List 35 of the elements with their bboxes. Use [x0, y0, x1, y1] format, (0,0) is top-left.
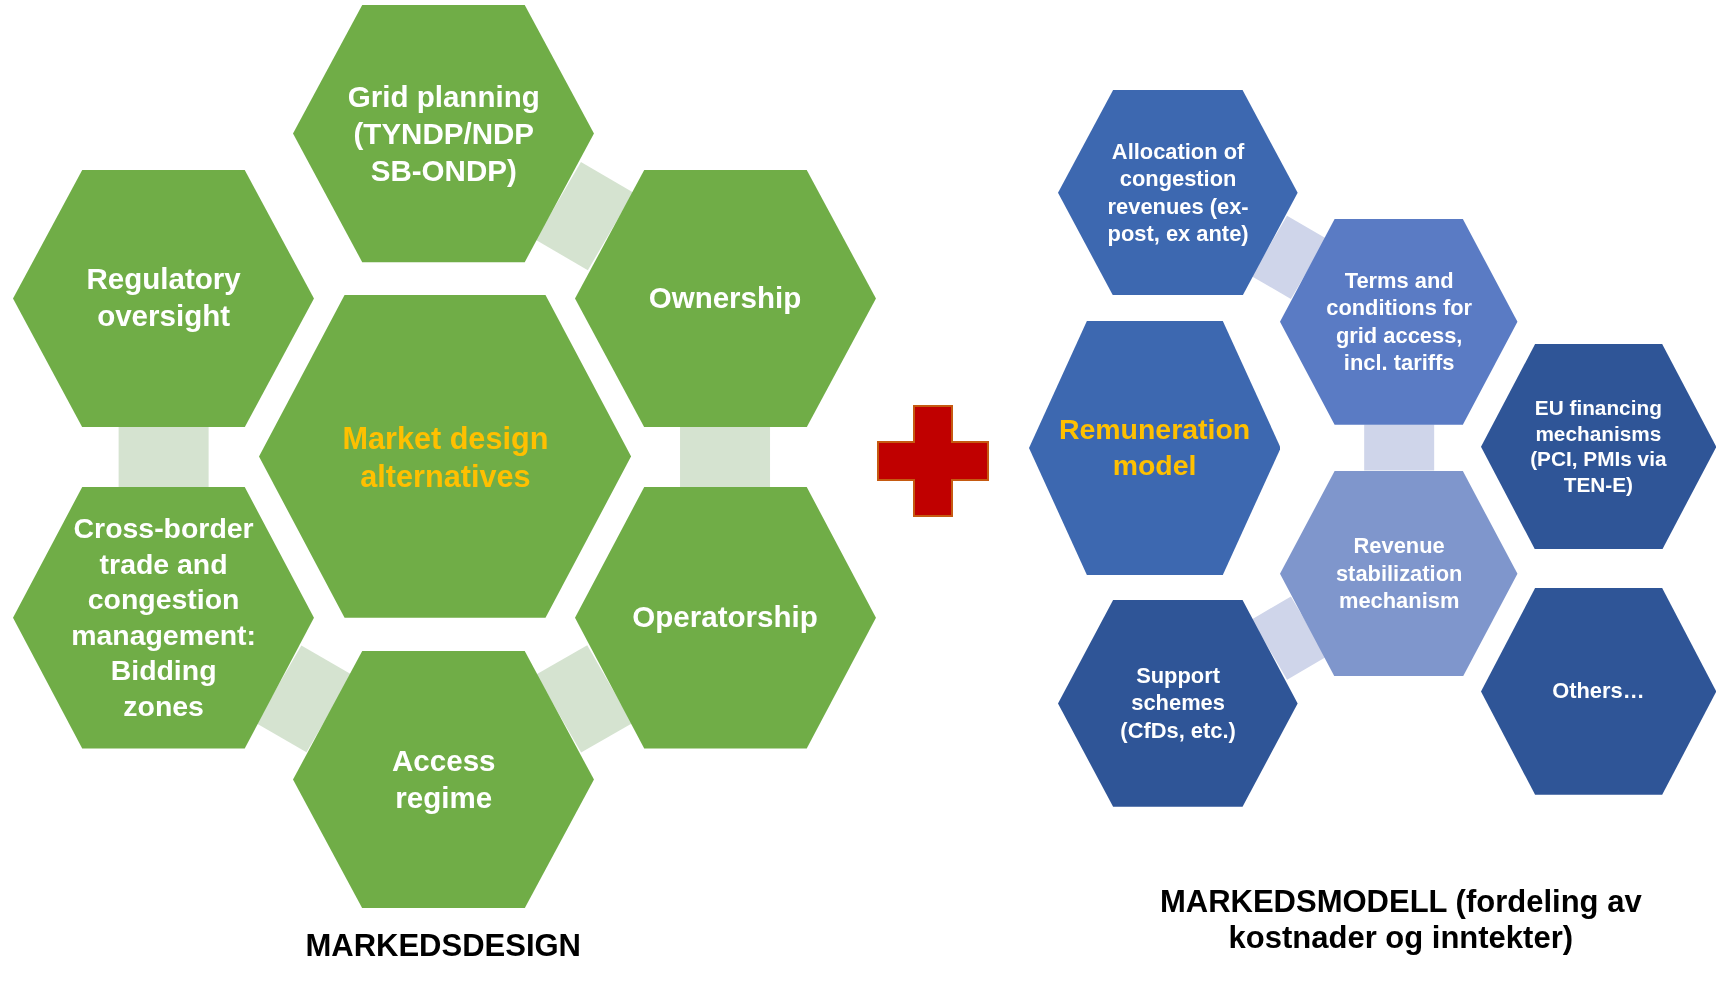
- hexagon-label: Cross-border trade and congestion management: Bidding zones: [70, 511, 258, 724]
- hexagon-label: Terms and conditions for grid access, incl. tariffs: [1325, 267, 1474, 377]
- hexagon-node: [1058, 599, 1298, 807]
- hexagon-node: [1280, 218, 1518, 425]
- hexagon-node: [1480, 587, 1716, 795]
- hexagon-node: [293, 651, 595, 909]
- hexagon-node: [1058, 89, 1298, 296]
- hexagon-label: Grid planning (TYNDP/NDP SB-ONDP): [347, 78, 541, 189]
- hexagon-label: Market design alternatives: [341, 419, 550, 495]
- connector-band: [1364, 424, 1435, 471]
- section-title: MARKEDSDESIGN: [304, 928, 582, 964]
- hexagon-node: [1028, 320, 1281, 575]
- hexagon-label: Allocation of congestion revenues (ex-post, ex ante): [1106, 137, 1250, 248]
- hexagon-node: [13, 169, 315, 427]
- connector-band: [1251, 596, 1327, 680]
- hexagon-label: Ownership: [648, 279, 802, 316]
- hexagon-label: Others…: [1552, 677, 1645, 705]
- hexagon-node: [1480, 343, 1716, 550]
- hexagon-label: EU financing mechanisms (PCI, PMIs via TEN-E): [1529, 394, 1668, 499]
- hexagon-label: Regulatory oversight: [85, 261, 242, 335]
- hexagon-node: [1280, 470, 1518, 677]
- hexagon-node: [574, 169, 876, 427]
- hexagon-node: [574, 487, 876, 749]
- hexagon-node: [13, 487, 315, 749]
- hexagon-node: [293, 5, 595, 263]
- hexagon-node: [259, 295, 632, 619]
- hexagon-label: Support schemes (CfDs, etc.): [1119, 662, 1237, 745]
- hexagon-label: Remuneration model: [1058, 412, 1251, 483]
- hexagon-label: Revenue stabilization mechanism: [1334, 532, 1464, 615]
- connector-band: [256, 645, 352, 753]
- hexagon-label: Operatorship: [632, 599, 818, 636]
- hexagon-label: Access regime: [391, 742, 497, 816]
- section-title: MARKEDSMODELL (fordeling av kostnader og inntekter): [1158, 884, 1643, 956]
- connector-band: [1251, 215, 1327, 299]
- connector-band: [536, 645, 633, 753]
